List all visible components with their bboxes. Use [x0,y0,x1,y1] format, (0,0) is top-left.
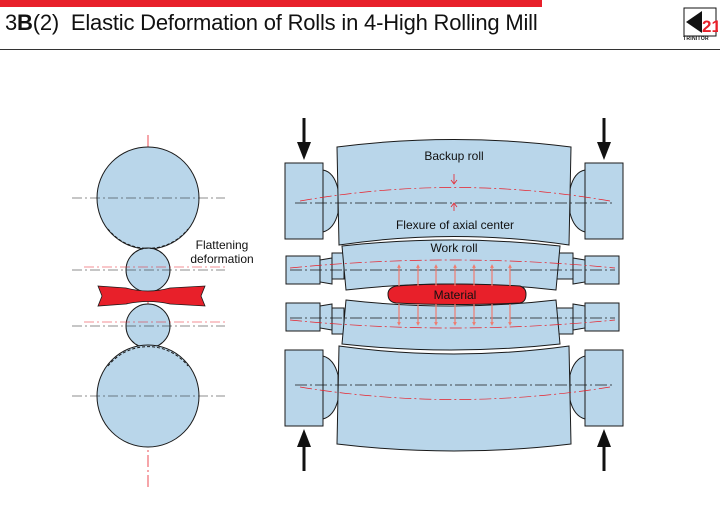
lower-work-roll [341,299,561,351]
upper-backup-roll [336,139,572,246]
page-title: 3B(2) Elastic Deformation of Rolls in 4-… [5,10,538,36]
upper-backup-neck-left [322,169,339,233]
upper-work-neck-left [331,252,345,280]
load-arrow-bottom-left [297,429,311,471]
flattening-label-line1: Flattening [196,238,249,252]
logo-caption: TRINITOR [683,36,709,42]
lower-work-neck-right-outer [572,303,586,331]
lower-work-chock-left [285,302,321,332]
flexure-indicator [450,174,458,211]
material-strip [387,283,527,305]
lower-backup-roll [336,345,572,452]
lower-backup-chock-left [284,349,324,427]
lower-backup-flexure-curve [299,386,611,400]
front-view [284,139,624,452]
upper-backup-neck-right [569,169,586,233]
lower-backup-neck-left [322,355,339,420]
title-text: Elastic Deformation of Rolls in 4-High R… [70,10,538,35]
upper-backup-flexure-curve [299,187,611,202]
upper-work-flexure-curve [289,259,616,269]
upper-backup-chock-left [284,162,324,240]
work-roll-label: Work roll [430,241,477,255]
title-code: B [17,10,33,35]
load-arrow-top-right [597,118,611,160]
upper-work-neck-left-outer [319,257,333,285]
material-label: Material [434,288,477,302]
load-arrow-bottom-right [597,429,611,471]
load-arrow-top-left [297,118,311,160]
upper-work-neck-right-outer [572,257,586,285]
lower-backup-neck-right [569,355,586,420]
flattening-label-line2: deformation [190,252,253,266]
pressure-arrows-down [397,304,512,326]
title-accent-bar [0,0,542,7]
company-logo: 21 [683,7,718,37]
lower-work-chock-right [584,302,620,332]
logo-numeral: 21 [702,17,718,36]
lower-work-neck-left-outer [319,303,333,331]
side-view: Flattening deformation [72,135,254,490]
header-divider [0,49,720,50]
backup-roll-label: Backup roll [424,149,483,163]
title-prefix: 3 [5,10,18,35]
upper-backup-chock-right [584,162,624,240]
title-suffix: (2) [32,10,60,35]
pressure-arrows-up [397,264,512,286]
lower-work-flexure-curve [289,319,616,329]
lower-work-neck-left [331,307,345,335]
strip-material-section [97,285,206,307]
flexure-label: Flexure of axial center [396,218,514,232]
upper-work-flattened-outline [131,247,165,256]
lower-backup-flattened-outline [107,346,189,367]
